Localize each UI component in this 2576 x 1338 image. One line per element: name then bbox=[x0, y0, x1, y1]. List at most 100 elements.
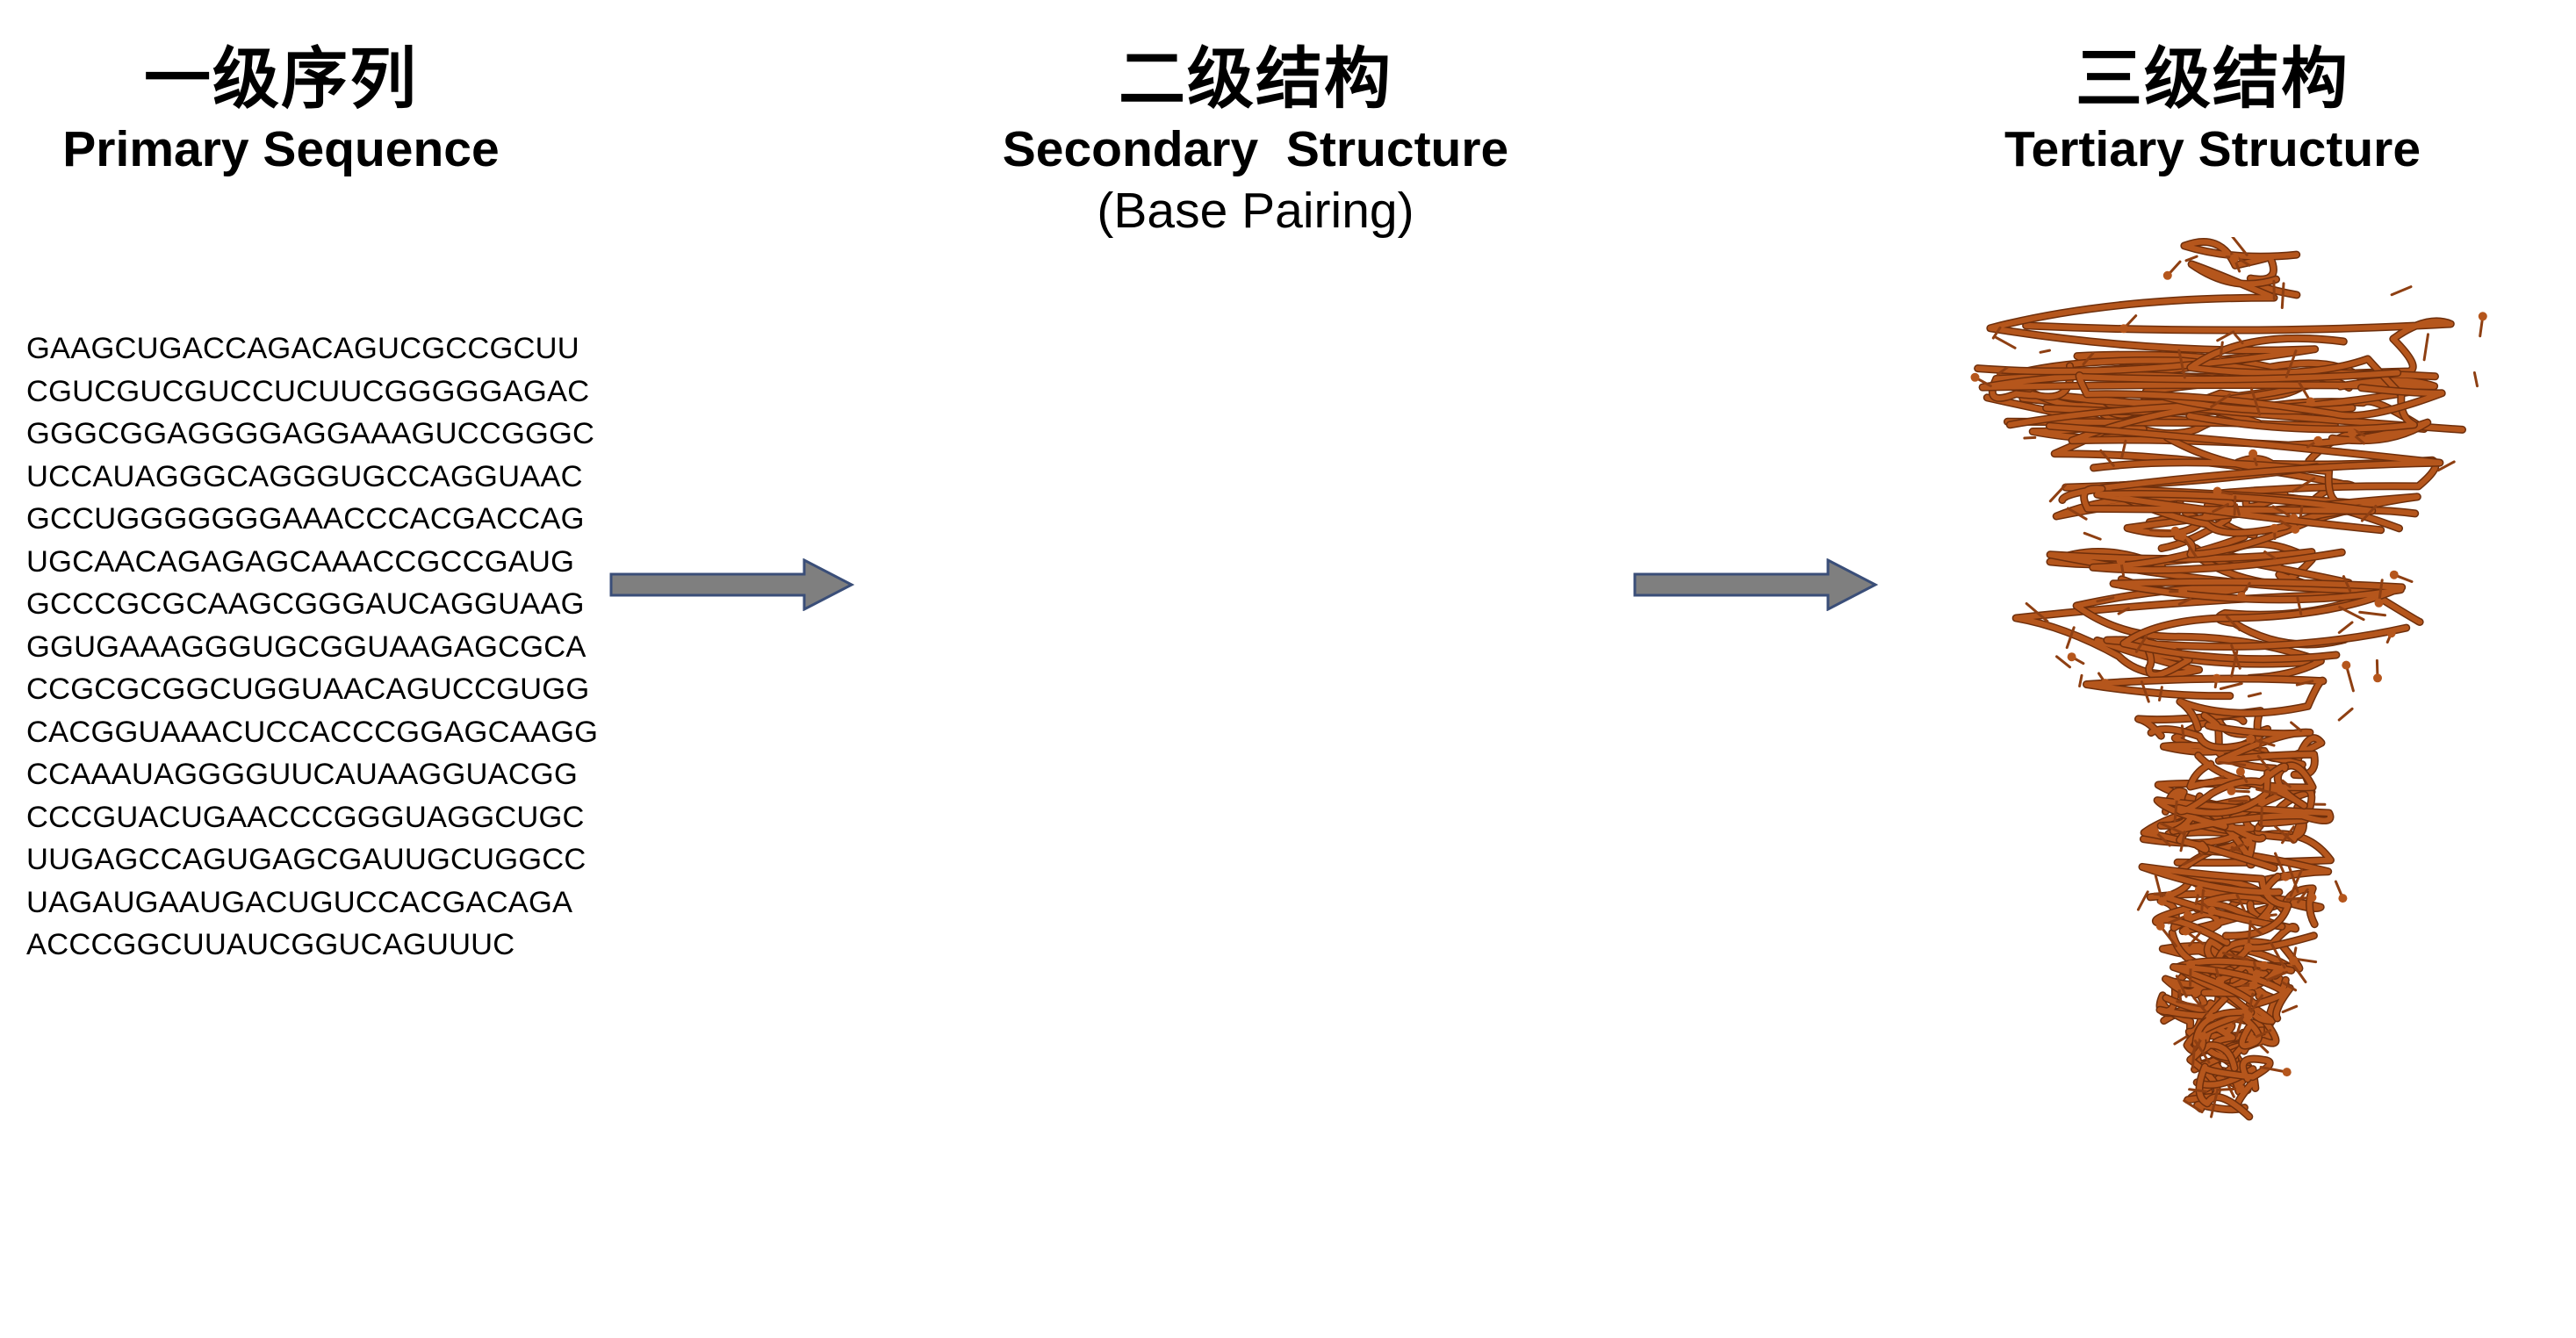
nucleotide-stick bbox=[2281, 825, 2295, 845]
ribbon-strand bbox=[2201, 712, 2318, 778]
nucleotide-stick bbox=[2213, 775, 2225, 780]
phosphate-node bbox=[2186, 960, 2196, 969]
sequence-line: GGGCGGAGGGGAGGAAAGUCCGGGC bbox=[26, 417, 595, 450]
nucleotide-stick bbox=[2436, 460, 2456, 472]
nucleotide-stick bbox=[2256, 754, 2270, 771]
nucleotide-stick bbox=[2259, 1066, 2289, 1074]
nucleotide-stick bbox=[2200, 888, 2205, 915]
phosphate-node bbox=[2165, 890, 2175, 900]
ribbon-strand bbox=[2023, 319, 2454, 414]
ribbon-strand bbox=[2197, 1056, 2273, 1119]
phosphate-node bbox=[2235, 766, 2245, 776]
nucleotide-stick bbox=[2422, 333, 2429, 362]
phosphate-node bbox=[2172, 791, 2182, 801]
nucleotide-stick bbox=[2299, 505, 2304, 518]
nucleotide-stick bbox=[2337, 707, 2354, 722]
phosphate-node bbox=[2373, 673, 2382, 683]
phosphate-node bbox=[2246, 734, 2256, 744]
sequence-line: UUGAGCCAGUGAGCGAUUGCUGGCC bbox=[26, 843, 586, 876]
phosphate-node bbox=[2249, 981, 2258, 990]
phosphate-node bbox=[2101, 679, 2110, 688]
phosphate-node bbox=[2289, 956, 2299, 966]
nucleotide-stick bbox=[2281, 779, 2292, 788]
phosphate-node bbox=[2229, 254, 2239, 263]
phosphate-node bbox=[2157, 896, 2167, 906]
phosphate-node bbox=[2243, 838, 2253, 847]
phosphate-node bbox=[2262, 911, 2271, 921]
ribbon-strand bbox=[2176, 763, 2288, 816]
nucleotide-stick bbox=[2338, 606, 2365, 622]
phosphate-node bbox=[2170, 526, 2180, 536]
nucleotide-stick bbox=[2280, 282, 2285, 309]
primary-title-en: Primary Sequence bbox=[62, 121, 500, 177]
nucleotide-stick bbox=[2218, 760, 2247, 766]
ribbon-strand bbox=[2141, 788, 2256, 860]
nucleotide-stick bbox=[2234, 503, 2241, 516]
nucleotide-stick bbox=[2188, 931, 2202, 947]
nucleotide-stick bbox=[1991, 326, 2002, 340]
sequence-line: CACGGUAAACUCCACCCGGAGCAAGG bbox=[26, 715, 599, 749]
phosphate-node bbox=[2207, 906, 2217, 916]
phosphate-node bbox=[2282, 1068, 2292, 1077]
nucleotide-stick bbox=[2039, 349, 2051, 354]
nucleotide-stick bbox=[2353, 428, 2366, 437]
tertiary-structure-ribbon bbox=[1970, 237, 2487, 1121]
nucleotide-stick bbox=[2230, 845, 2242, 852]
sequence-line: CCAAAUAGGGGUUCAUAAGGUACGG bbox=[26, 758, 579, 791]
phosphate-node bbox=[2184, 910, 2192, 920]
nucleotide-stick bbox=[2296, 596, 2303, 615]
nucleotide-stick bbox=[2177, 597, 2192, 606]
phosphate-node bbox=[1970, 372, 1980, 382]
tertiary-title-cn: 三级结构 bbox=[2076, 40, 2349, 118]
primary-heading: 一级序列 Primary Sequence bbox=[0, 40, 562, 180]
phosphate-node bbox=[2374, 598, 2384, 608]
rna-base: U bbox=[878, 272, 883, 276]
sequence-line: ACCCGGCUUAUCGGUCAGUUUC bbox=[26, 928, 515, 961]
nucleotide-stick bbox=[2295, 680, 2314, 687]
arrow-right-icon bbox=[609, 558, 855, 611]
ribbon-strand bbox=[2184, 1012, 2262, 1071]
phosphate-node bbox=[2257, 797, 2267, 807]
phosphate-node bbox=[2270, 523, 2279, 533]
sequence-line: GCCUGGGGGGGAAACCCACGACCAG bbox=[26, 502, 585, 536]
nucleotide-stick bbox=[2158, 686, 2163, 701]
nucleotide-stick bbox=[2055, 655, 2071, 669]
nucleotide-stick bbox=[2182, 852, 2204, 866]
phosphate-node bbox=[2306, 397, 2315, 406]
nucleotide-stick bbox=[2358, 610, 2386, 617]
sequence-line: UCCAUAGGGCAGGGUGCCAGGUAAC bbox=[26, 459, 583, 493]
phosphate-node bbox=[2119, 324, 2128, 334]
sequence-line: CCCGUACUGAACCCGGGUAGGCUGC bbox=[26, 800, 585, 834]
ribbon-strand bbox=[2155, 793, 2333, 834]
nucleotide-stick bbox=[2247, 692, 2263, 698]
phosphate-node bbox=[2243, 943, 2253, 953]
phosphate-node bbox=[2181, 822, 2191, 831]
nucleotide-stick bbox=[2177, 349, 2186, 379]
nucleotide-stick bbox=[2287, 865, 2299, 894]
nucleotide-stick bbox=[2227, 1084, 2235, 1098]
nucleotide-stick bbox=[2274, 825, 2295, 844]
phosphate-node bbox=[2389, 570, 2399, 579]
phosphate-node bbox=[2116, 556, 2126, 565]
phosphate-node bbox=[2347, 428, 2357, 438]
nucleotide-stick bbox=[2225, 615, 2241, 631]
nucleotide-stick bbox=[2173, 1035, 2188, 1046]
nucleotide-stick bbox=[2263, 550, 2277, 560]
nucleotide-stick bbox=[2180, 724, 2185, 739]
tertiary-title-en: Tertiary Structure bbox=[2004, 121, 2421, 177]
phosphate-node bbox=[2289, 514, 2299, 523]
nucleotide-stick bbox=[2219, 682, 2243, 690]
nucleotide-stick bbox=[2255, 788, 2278, 795]
secondary-heading: 二级结构 Secondary Structure (Base Pairing) bbox=[913, 40, 1598, 241]
phosphate-node bbox=[2291, 524, 2300, 534]
nucleotide-stick bbox=[2136, 890, 2149, 911]
nucleotide-stick bbox=[2249, 923, 2263, 936]
phosphate-node bbox=[2236, 592, 2246, 601]
nucleotide-stick bbox=[2117, 607, 2130, 615]
nucleotide-stick bbox=[2249, 386, 2262, 416]
phosphate-node bbox=[2313, 435, 2323, 445]
nucleotide-stick bbox=[2360, 505, 2378, 522]
nucleotide-stick bbox=[2120, 439, 2127, 459]
phosphate-node bbox=[2338, 894, 2348, 903]
nucleotide-stick bbox=[2270, 941, 2286, 969]
